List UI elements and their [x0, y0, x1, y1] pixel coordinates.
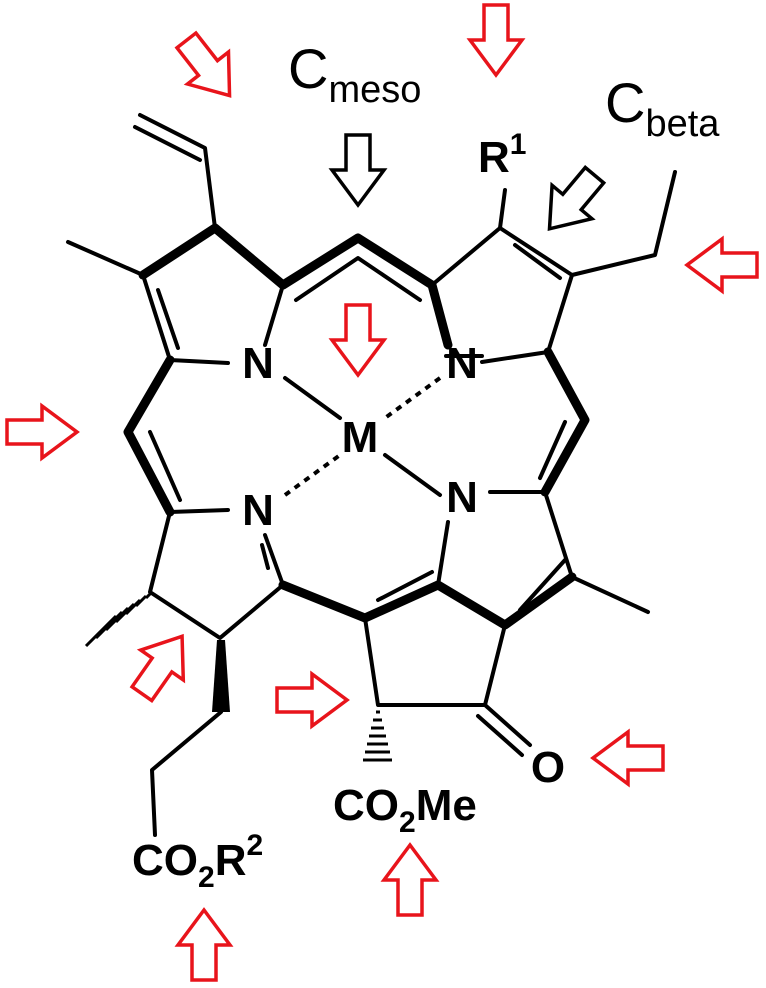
coord-bond-n1-m — [283, 376, 342, 420]
ester-chain-label: CO2R2 — [132, 829, 263, 894]
region-labels: Cmeso Cbeta — [288, 37, 720, 145]
ethyl-group — [570, 170, 677, 277]
r1-bond — [498, 188, 507, 230]
open-block-arrow-icon — [382, 843, 438, 917]
coord-bond-n4-m — [383, 453, 442, 497]
double-bond-inner-lines — [148, 243, 567, 612]
open-block-arrow-icon — [118, 619, 206, 711]
solid-wedge-bond — [212, 640, 230, 712]
ketone-oxygen: O — [531, 743, 565, 792]
open-block-arrow-icon — [591, 730, 665, 786]
atom-n-bottom-right: N — [446, 473, 478, 522]
atom-n-top-left: N — [242, 339, 274, 388]
indicator-arrows — [5, 3, 759, 982]
open-block-arrow-icon — [275, 672, 349, 728]
open-block-arrow-icon — [468, 3, 524, 77]
r1-label: R1 — [478, 128, 526, 182]
methyl-right — [570, 575, 650, 614]
open-block-arrow-icon — [685, 237, 759, 293]
atom-metal: M — [342, 413, 379, 462]
atom-n-top-right: N — [446, 339, 478, 388]
vinyl-group — [133, 113, 217, 230]
open-block-arrow-icon — [5, 404, 79, 460]
hashed-wedge-methyl — [84, 590, 154, 648]
atom-n-bottom-left: N — [242, 486, 274, 535]
open-block-arrow-icon — [176, 908, 232, 982]
open-block-arrow-icon — [330, 133, 386, 207]
label-c-meso: Cmeso — [288, 37, 421, 111]
ring-bonds-thin — [141, 226, 574, 707]
propionate-chain — [150, 710, 223, 837]
label-c-beta: Cbeta — [605, 71, 720, 145]
methyl-left — [66, 240, 145, 277]
bond-network — [66, 113, 677, 837]
coord-bond-n3-m — [283, 453, 342, 497]
hashed-wedge-ester — [363, 710, 392, 762]
open-block-arrow-icon — [330, 303, 386, 377]
open-block-arrow-icon — [164, 22, 252, 114]
atom-labels: N N N N M R1 O CO2Me CO2R2 — [132, 128, 565, 894]
ester-ring-label: CO2Me — [333, 781, 477, 839]
ketone-double-bond — [476, 703, 532, 757]
coord-bond-n2-m — [383, 376, 442, 420]
open-block-arrow-icon — [527, 156, 617, 248]
